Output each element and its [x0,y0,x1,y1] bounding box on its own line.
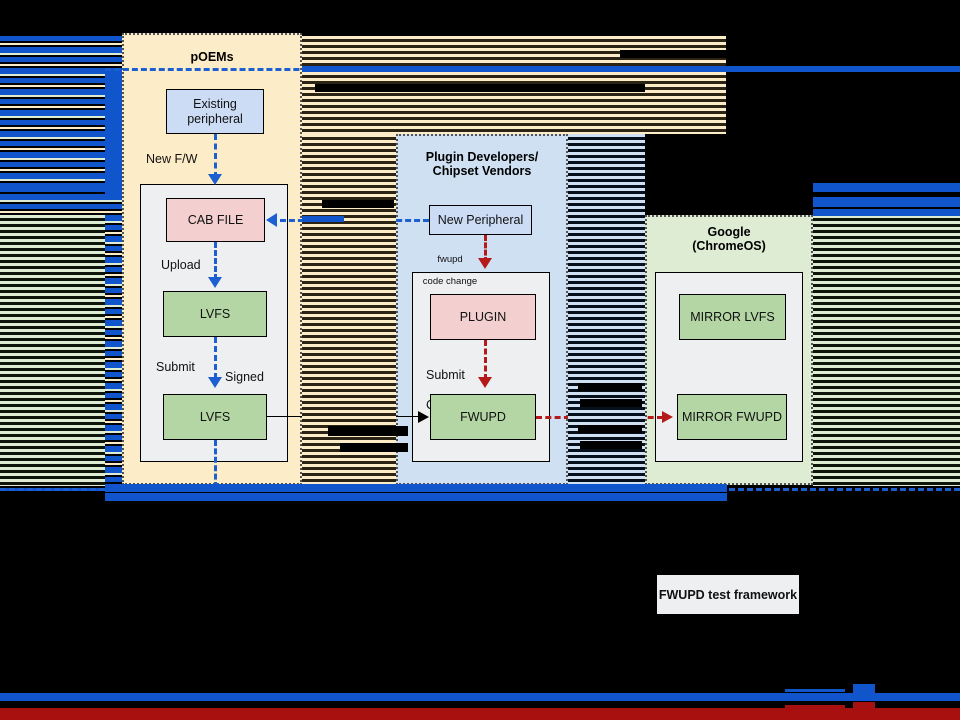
connector-submit [214,337,217,379]
connector-submit-changes [484,340,487,380]
arrow-mirror-fwupd-head [662,411,673,423]
node-new-peripheral[interactable]: New Peripheral [429,205,532,235]
arrow-upload-head [208,277,222,288]
edge-label-fwupd-code-change: fwupd code change [422,254,478,287]
callout-fwupd-test-framework-overlay-label: FWUPD test framework [658,587,798,602]
node-mirror-lvfs[interactable]: MIRROR LVFS [679,294,786,340]
node-cab-file[interactable]: CAB FILE [166,198,265,242]
arrow-submit-head [208,377,222,388]
arrow-lvfs-to-fwupd-head [418,411,429,423]
arrow-cabfile-head [266,213,277,227]
node-existing-peripheral-label: Existing peripheral [187,96,243,126]
connector-upload [214,242,217,280]
callout-fwupd-test-framework-overlay[interactable]: FWUPD test framework [657,575,799,614]
lane-poems-title: pOEMs [190,50,234,64]
node-mirror-fwupd[interactable]: MIRROR FWUPD [677,394,787,440]
node-fwupd[interactable]: FWUPD [430,394,536,440]
edge-label-new-fw: New F/W [146,152,198,166]
node-fwupd-label: FWUPD [460,409,506,424]
edge-label-submit: Submit [156,360,195,374]
node-mirror-lvfs-label: MIRROR LVFS [690,309,775,324]
lane-plugin-developers-title: Plugin Developers/ Chipset Vendors [425,150,539,178]
connector-fwupd-to-mirror-fwupd [536,416,663,419]
node-lvfs-submit[interactable]: LVFS [163,394,267,440]
node-cab-file-label: CAB FILE [187,212,244,227]
connector-bottom-dashed [0,488,960,491]
node-plugin-label: PLUGIN [459,309,507,324]
lane-google-chromeos-title: Google (ChromeOS) [692,225,766,253]
arrow-fwupd-code-change-head [478,258,492,269]
connector-fwupd-code-change [484,235,487,263]
node-lvfs-submit-label: LVFS [199,409,231,424]
connector-top-dashed [105,68,960,71]
node-lvfs-upload[interactable]: LVFS [163,291,267,337]
node-lvfs-upload-label: LVFS [199,306,231,321]
connector-newfw [214,134,217,178]
node-new-peripheral-label: New Peripheral [437,212,524,227]
node-existing-peripheral[interactable]: Existing peripheral [166,89,264,134]
arrow-submit-changes-head [478,377,492,388]
connector-lvfs-to-fwupd [267,416,419,417]
node-plugin[interactable]: PLUGIN [430,294,536,340]
connector-lvfs-tail [214,440,217,488]
arrow-newfw-head [208,174,222,185]
node-mirror-fwupd-label: MIRROR FWUPD [682,409,782,424]
connector-newperipheral-to-cabfile [280,219,429,222]
edge-label-upload: Upload [161,258,201,272]
